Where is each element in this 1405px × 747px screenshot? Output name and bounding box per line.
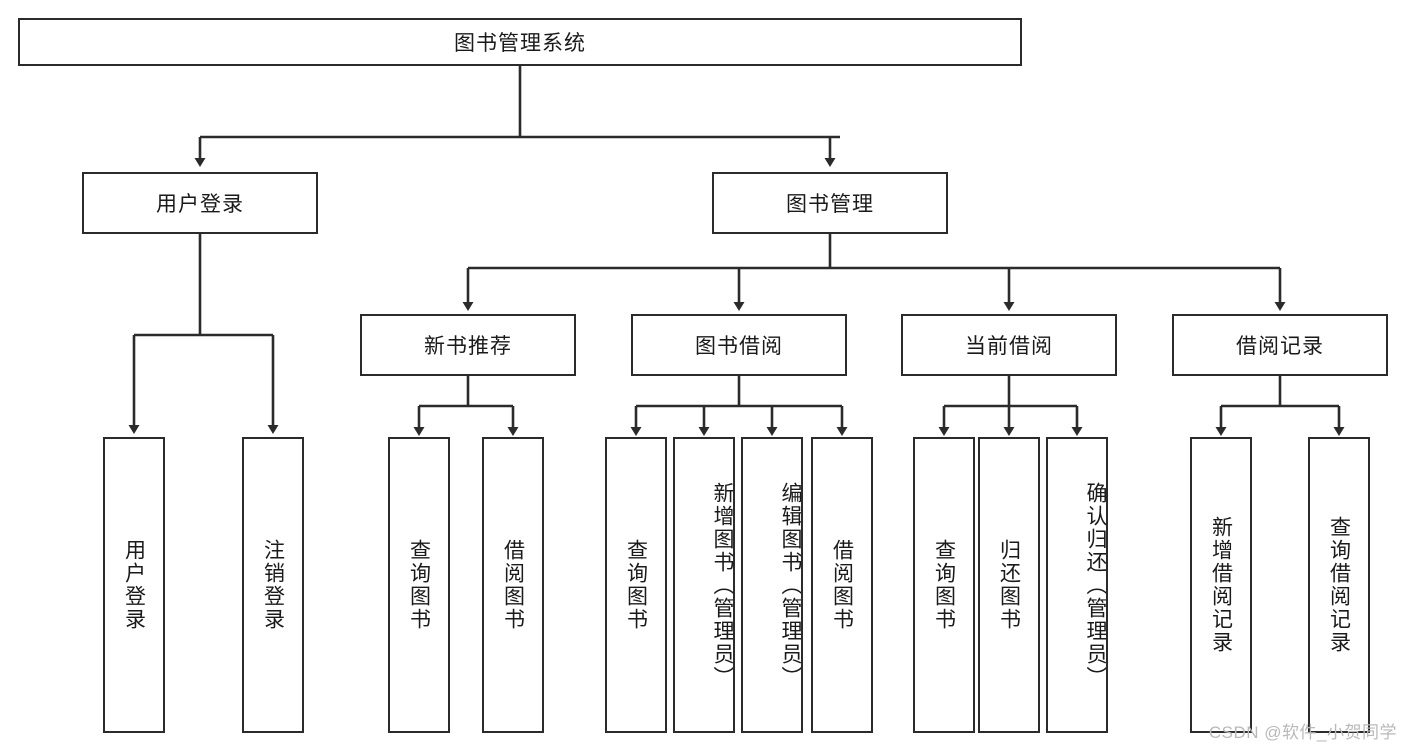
node-borrow-record-label: 借阅记录 <box>1236 335 1324 358</box>
leaf-borrow-book-bb[interactable]: 借阅图书 <box>811 437 873 733</box>
node-book-borrow[interactable]: 图书借阅 <box>631 314 847 376</box>
node-current-borrow-label: 当前借阅 <box>965 335 1053 358</box>
node-book-management-label: 图书管理 <box>786 193 874 216</box>
leaf-query-book-nb-label: 查询图书 <box>407 539 431 631</box>
leaf-query-book-cb[interactable]: 查询图书 <box>913 437 975 733</box>
watermark: CSDN @软件_小贺同学 <box>1208 723 1397 742</box>
node-root[interactable]: 图书管理系统 <box>18 18 1022 66</box>
node-book-management[interactable]: 图书管理 <box>712 172 948 234</box>
node-new-book-recommend[interactable]: 新书推荐 <box>360 314 576 376</box>
leaf-query-borrow-record-label: 查询借阅记录 <box>1327 516 1351 654</box>
leaf-edit-book-admin-label: 编辑图书（管理员） <box>779 481 802 689</box>
node-book-borrow-label: 图书借阅 <box>695 335 783 358</box>
leaf-add-borrow-record[interactable]: 新增借阅记录 <box>1190 437 1252 733</box>
leaf-confirm-return-admin-label: 确认归还（管理员） <box>1084 481 1107 689</box>
leaf-return-book-label: 归还图书 <box>997 539 1021 631</box>
leaf-logout[interactable]: 注销登录 <box>242 437 304 733</box>
leaf-query-book-bb[interactable]: 查询图书 <box>605 437 667 733</box>
leaf-borrow-book-nb-label: 借阅图书 <box>501 539 525 631</box>
leaf-add-book-admin[interactable]: 新增图书（管理员） <box>673 437 735 733</box>
leaf-user-login-label: 用户登录 <box>122 539 146 631</box>
node-current-borrow[interactable]: 当前借阅 <box>901 314 1117 376</box>
leaf-borrow-book-nb[interactable]: 借阅图书 <box>482 437 544 733</box>
node-root-label: 图书管理系统 <box>454 32 586 55</box>
leaf-add-borrow-record-label: 新增借阅记录 <box>1209 516 1233 654</box>
leaf-user-login[interactable]: 用户登录 <box>103 437 165 733</box>
node-new-book-recommend-label: 新书推荐 <box>424 335 512 358</box>
leaf-confirm-return-admin[interactable]: 确认归还（管理员） <box>1046 437 1108 733</box>
leaf-edit-book-admin[interactable]: 编辑图书（管理员） <box>741 437 803 733</box>
leaf-return-book[interactable]: 归还图书 <box>978 437 1040 733</box>
node-user-login-label: 用户登录 <box>156 193 244 216</box>
node-user-login[interactable]: 用户登录 <box>82 172 318 234</box>
leaf-query-book-nb[interactable]: 查询图书 <box>388 437 450 733</box>
leaf-add-book-admin-label: 新增图书（管理员） <box>711 481 734 689</box>
leaf-query-book-bb-label: 查询图书 <box>624 539 648 631</box>
leaf-borrow-book-bb-label: 借阅图书 <box>830 539 854 631</box>
node-borrow-record[interactable]: 借阅记录 <box>1172 314 1388 376</box>
leaf-query-book-cb-label: 查询图书 <box>932 539 956 631</box>
leaf-logout-label: 注销登录 <box>261 539 285 631</box>
leaf-query-borrow-record[interactable]: 查询借阅记录 <box>1308 437 1370 733</box>
